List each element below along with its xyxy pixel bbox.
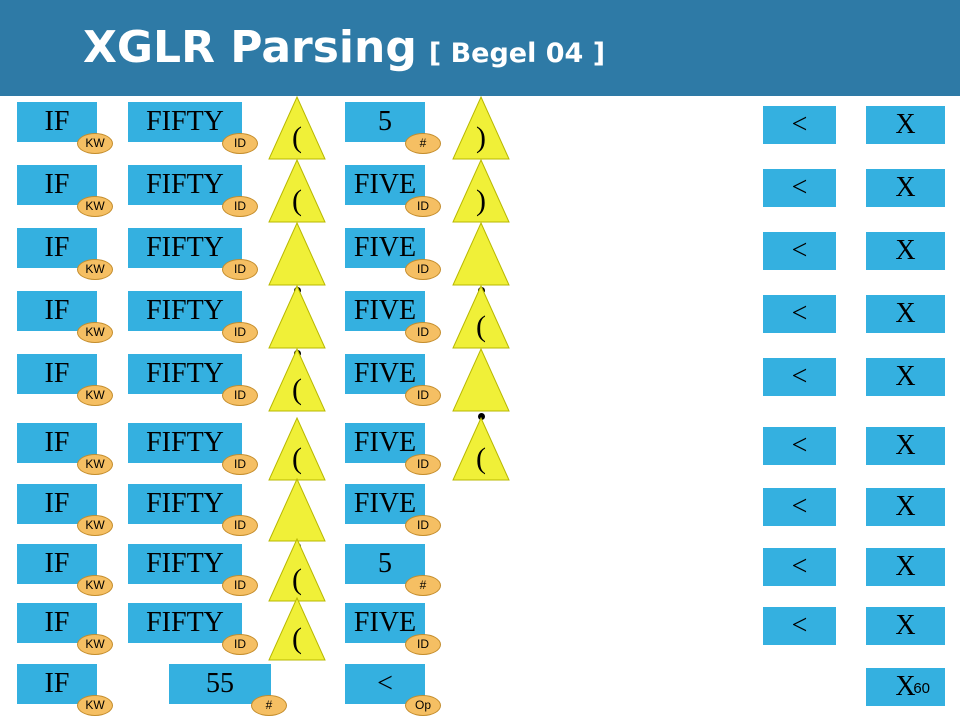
paren-glyph: (	[292, 121, 302, 154]
token-55-box: 55	[169, 664, 271, 704]
token-fifty-box: FIFTY	[128, 228, 242, 268]
stack-x-box: X	[866, 427, 945, 465]
stack-lt-box: <	[763, 232, 836, 270]
token-fifty-box: FIFTY	[128, 165, 242, 205]
ambiguity-node-dot	[268, 477, 326, 550]
paren-glyph: (	[292, 373, 302, 406]
token-kind-badge: ID	[222, 575, 258, 596]
token-kind-badge: ID	[222, 259, 258, 280]
token-five-box: FIVE	[345, 603, 425, 643]
token-if-box: IF	[17, 484, 97, 524]
token-kind-badge: ID	[405, 322, 441, 343]
token-five-box: FIVE	[345, 484, 425, 524]
slide-header	[0, 0, 960, 96]
token-kind-badge: KW	[77, 695, 113, 716]
token-fifty-box: FIFTY	[128, 291, 242, 331]
token-kind-badge: ID	[222, 454, 258, 475]
token-kind-badge: ID	[222, 515, 258, 536]
token-if-box: IF	[17, 664, 97, 704]
token-kind-badge: KW	[77, 634, 113, 655]
token-kind-badge: KW	[77, 196, 113, 217]
node-dot	[478, 413, 485, 420]
token-kind-badge: Op	[405, 695, 441, 716]
ambiguity-node-dot	[268, 221, 326, 294]
token-kind-badge: KW	[77, 454, 113, 475]
ambiguity-node-dot	[452, 347, 510, 420]
paren-node: (	[452, 416, 510, 481]
paren-node: (	[268, 596, 326, 661]
token-kind-badge: #	[405, 575, 441, 596]
slide-title: XGLR Parsing[ Begel 04 ]	[83, 26, 605, 70]
token-kind-badge: ID	[405, 259, 441, 280]
token-kind-badge: ID	[222, 385, 258, 406]
stack-x-box: X	[866, 607, 945, 645]
token-kind-badge: KW	[77, 133, 113, 154]
token-kind-badge: #	[251, 695, 287, 716]
token-kind-badge: #	[405, 133, 441, 154]
token-five-box: FIVE	[345, 423, 425, 463]
paren-glyph: (	[292, 622, 302, 655]
token-kind-badge: ID	[222, 634, 258, 655]
stack-x-box: X	[866, 169, 945, 207]
token-fifty-box: FIFTY	[128, 354, 242, 394]
token-kind-badge: ID	[222, 133, 258, 154]
paren-glyph: (	[292, 563, 302, 596]
stack-lt-box: <	[763, 295, 836, 333]
paren-glyph: )	[476, 121, 486, 154]
title-text: XGLR Parsing	[83, 22, 417, 73]
token-fifty-box: FIFTY	[128, 484, 242, 524]
ambiguity-node-dot	[268, 284, 326, 357]
paren-node: (	[268, 158, 326, 223]
stack-x-box: X	[866, 488, 945, 526]
paren-node: )	[452, 158, 510, 223]
token-kind-badge: ID	[405, 515, 441, 536]
token-kind-badge: ID	[222, 322, 258, 343]
paren-glyph: (	[476, 310, 486, 343]
stack-x-box: X	[866, 295, 945, 333]
stack-lt-box: <	[763, 548, 836, 586]
stack-lt-box: <	[763, 169, 836, 207]
paren-node: (	[268, 537, 326, 602]
citation: [ Begel 04 ]	[428, 38, 606, 69]
page-number: 60	[913, 680, 930, 697]
token-kind-badge: ID	[222, 196, 258, 217]
paren-node: )	[452, 95, 510, 160]
token-kind-badge: KW	[77, 385, 113, 406]
stack-lt-box: <	[763, 607, 836, 645]
token-kind-badge: ID	[405, 385, 441, 406]
ambiguity-node-dot	[452, 221, 510, 294]
paren-glyph: )	[476, 184, 486, 217]
token-fifty-box: FIFTY	[128, 102, 242, 142]
paren-glyph: (	[292, 442, 302, 475]
token-kind-badge: ID	[405, 634, 441, 655]
token-fifty-box: FIFTY	[128, 603, 242, 643]
stack-x-box: X	[866, 668, 945, 706]
paren-node: (	[268, 416, 326, 481]
paren-glyph: (	[476, 442, 486, 475]
paren-glyph: (	[292, 184, 302, 217]
stack-x-box: X	[866, 106, 945, 144]
stack-lt-box: <	[763, 106, 836, 144]
token-kind-badge: KW	[77, 515, 113, 536]
token-kind-badge: KW	[77, 259, 113, 280]
token-kind-badge: ID	[405, 454, 441, 475]
token-five-box: FIVE	[345, 291, 425, 331]
token-kind-badge: ID	[405, 196, 441, 217]
token-5-box: 5	[345, 102, 425, 142]
stack-x-box: X	[866, 358, 945, 396]
stack-lt-box: <	[763, 358, 836, 396]
token-kind-badge: KW	[77, 322, 113, 343]
stack-lt-box: <	[763, 488, 836, 526]
token-kind-badge: KW	[77, 575, 113, 596]
paren-node: (	[268, 347, 326, 412]
stack-x-box: X	[866, 548, 945, 586]
stack-x-box: X	[866, 232, 945, 270]
paren-node: (	[268, 95, 326, 160]
paren-node: (	[452, 284, 510, 349]
stack-lt-box: <	[763, 427, 836, 465]
token-fifty-box: FIFTY	[128, 423, 242, 463]
token-fifty-box: FIFTY	[128, 544, 242, 584]
